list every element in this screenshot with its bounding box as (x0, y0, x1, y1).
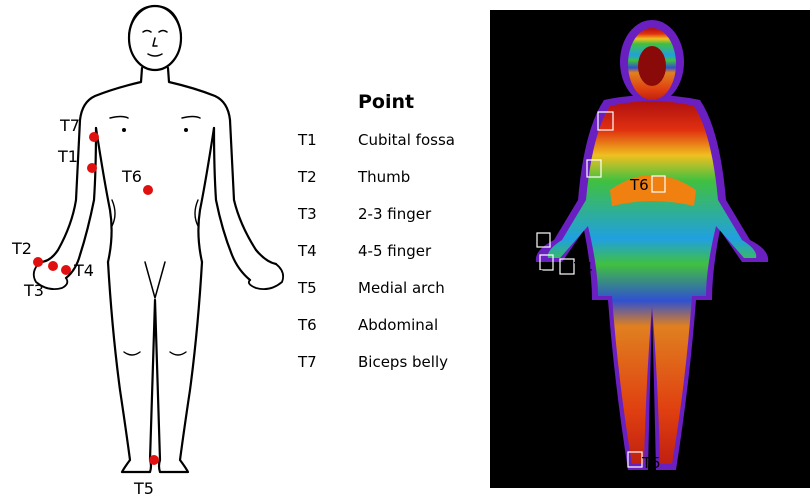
arm-left-outline (40, 120, 96, 278)
marker-t2 (33, 257, 43, 267)
torso-outline (96, 128, 214, 262)
table-row-name: Biceps belly (358, 353, 448, 371)
table-row-code: T4 (297, 242, 317, 260)
figure-label-t5: T5 (133, 479, 154, 498)
table-row-code: T1 (297, 131, 317, 149)
table-row-name: Medial arch (358, 279, 445, 297)
marker-t1 (87, 163, 97, 173)
thermal-label-t6: T6 (629, 176, 649, 194)
table-row-name: Abdominal (358, 316, 438, 334)
figure-labels: T7 T1 T6 T2 T4 T3 T5 (11, 116, 154, 498)
chest-detail (110, 117, 200, 119)
thermal-label-t5: T5 (641, 454, 661, 472)
marker-t6 (143, 185, 153, 195)
face-features (143, 31, 167, 57)
table-row-code: T5 (297, 279, 317, 297)
thermal-label-t3: T3 (526, 267, 546, 285)
table-row-code: T7 (297, 353, 317, 371)
waist-detail (112, 200, 198, 226)
figure-label-t4: T4 (73, 261, 94, 280)
thermal-label-t2: T2 (513, 242, 533, 260)
figure-label-t7: T7 (59, 116, 80, 135)
body-outline-figure (34, 6, 283, 472)
figure-label-t6: T6 (121, 167, 142, 186)
thermal-label-t4: T4 (573, 259, 593, 277)
arm-right-outline (214, 120, 276, 280)
point-table: Point T1 Cubital fossa T2 Thumb T3 2-3 f… (297, 91, 455, 371)
table-row-name: Cubital fossa (358, 131, 455, 149)
hand-right-outline (249, 264, 283, 289)
table-row-code: T6 (297, 316, 317, 334)
table-row-code: T2 (297, 168, 317, 186)
marker-t7 (89, 132, 99, 142)
nipple-left (122, 128, 126, 132)
thermal-label-t7: T7 (575, 110, 595, 128)
figure-label-t1: T1 (57, 147, 78, 166)
knee-details (124, 352, 186, 355)
thermal-image: T7 T1 T6 T2 T3 T4 T5 (490, 10, 810, 488)
table-row-code: T3 (297, 205, 317, 223)
neck-shoulders (80, 68, 230, 120)
marker-t4 (61, 265, 71, 275)
marker-t5 (149, 455, 159, 465)
thermal-label-t1: T1 (559, 158, 579, 176)
figure-label-t2: T2 (11, 239, 32, 258)
table-row-name: 2-3 finger (358, 205, 432, 223)
thermal-face-patch (638, 46, 666, 86)
table-row-name: 4-5 finger (358, 242, 432, 260)
marker-t3 (48, 261, 58, 271)
table-heading: Point (358, 91, 414, 113)
groin-detail (145, 262, 165, 298)
table-row-name: Thumb (357, 168, 410, 186)
nipple-right (184, 128, 188, 132)
hair-outline (129, 6, 181, 34)
legs-outline (108, 262, 202, 472)
figure-label-t3: T3 (23, 281, 44, 300)
